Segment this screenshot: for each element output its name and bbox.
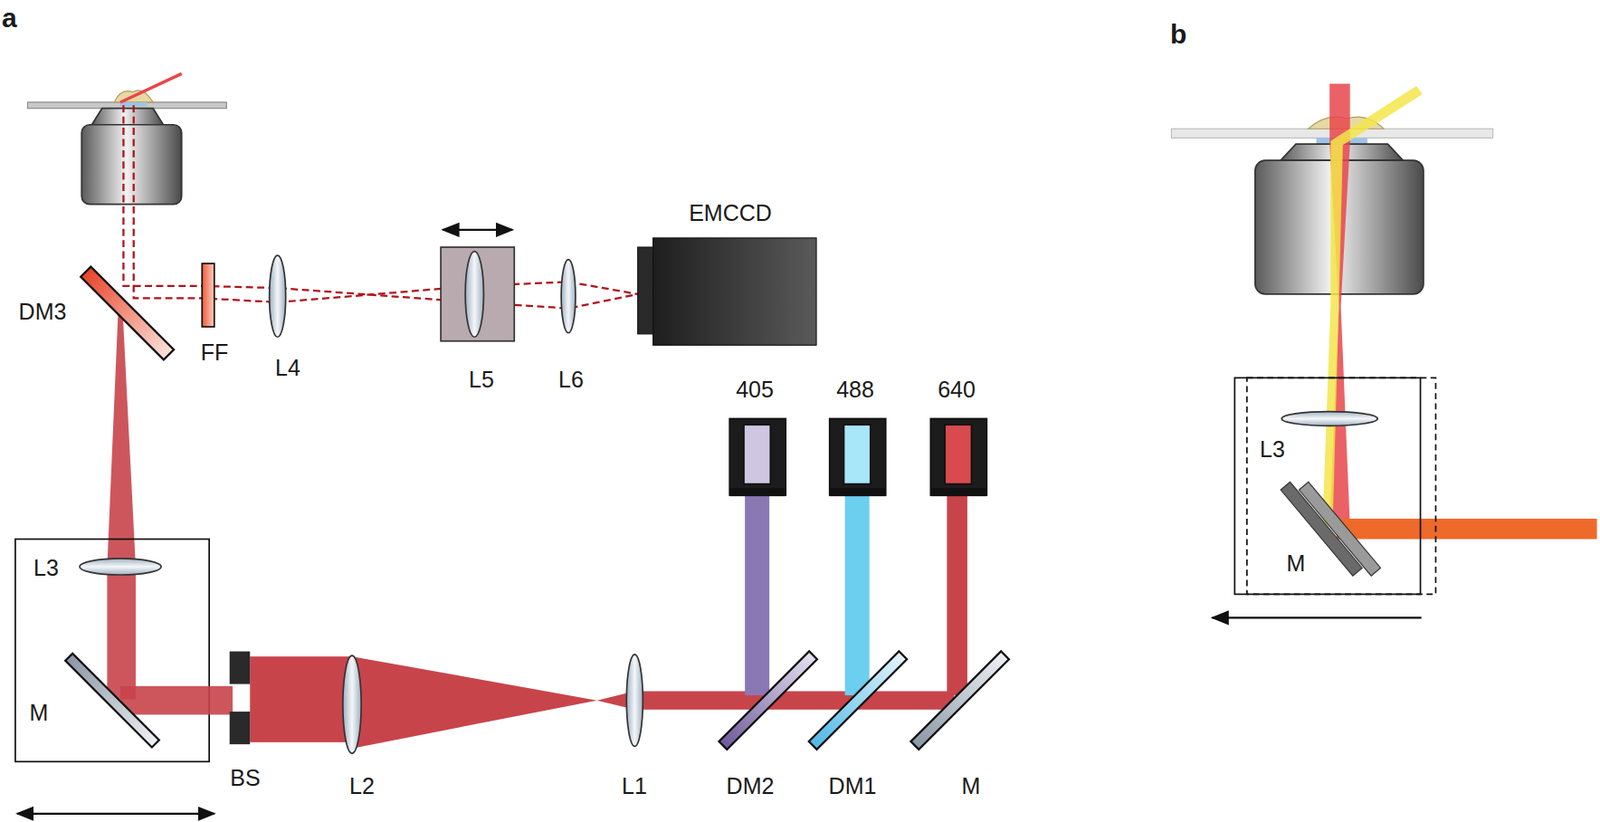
component-label: DM2 [726,774,775,798]
component-label: L4 [275,356,301,380]
panel-letter: a [1,4,18,32]
component-label: DM3 [19,300,67,324]
component-label: DM1 [828,774,877,798]
component-label: M [1286,552,1306,575]
component-label: BS [229,766,260,790]
component-label: L6 [558,368,584,391]
component-label: L1 [621,774,648,798]
component-label: 405 [735,378,774,401]
component-label: M [29,701,49,724]
component-label: FF [200,341,229,364]
component-label: M [961,774,981,798]
component-label: L3 [33,556,59,580]
component-label: 488 [836,378,875,401]
component-label: 640 [937,378,976,401]
component-label: L5 [468,368,495,391]
component-label: L2 [349,774,375,798]
component-label: EMCCD [688,201,772,225]
component-label: L3 [1259,438,1286,461]
panel-letter: b [1170,20,1187,48]
